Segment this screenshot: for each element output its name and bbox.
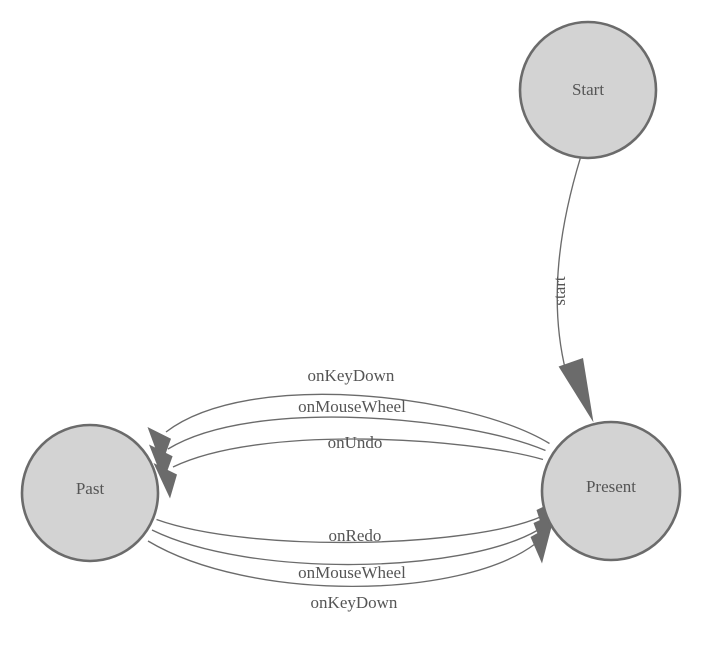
edge-path-present-past-2 [167,416,546,452]
arrowhead-present-past-1 [147,427,171,465]
edge-present-to-past-onkeydown[interactable] [147,393,550,465]
edge-path-present-past-3 [172,438,544,468]
node-present-circle [540,420,682,562]
edge-past-to-present-onkeydown[interactable] [147,525,552,587]
node-present-label: Present [586,477,636,496]
edge-label-present-past-1: onKeyDown [308,366,395,385]
edge-path-past-present-3 [147,540,536,587]
node-past-label: Past [76,479,105,498]
edge-path-start-present [556,157,582,373]
edge-label-past-present-1: onRedo [329,526,382,545]
edge-path-past-present-2 [151,529,539,566]
edge-label-present-past-3: onUndo [328,433,383,452]
edge-path-present-past-1 [165,393,550,445]
node-past-circle [20,423,160,563]
edge-present-to-past-onundo[interactable] [153,438,544,499]
edge-start-to-present[interactable] [556,157,594,423]
arrowhead-start-present [558,358,594,423]
node-start-label: Start [572,80,604,99]
node-past[interactable]: Past [20,423,160,563]
node-start[interactable]: Start [518,20,658,160]
edge-label-past-present-3: onKeyDown [311,593,398,612]
node-start-circle [518,20,658,160]
edge-label-present-past-2: onMouseWheel [298,397,406,416]
arrowhead-past-present-3 [530,525,552,564]
node-present[interactable]: Present [540,420,682,562]
arrowhead-present-past-3 [153,463,177,499]
edge-label-past-present-2: onMouseWheel [298,563,406,582]
edge-path-past-present-1 [156,515,542,544]
edge-label-start: start [550,276,569,306]
